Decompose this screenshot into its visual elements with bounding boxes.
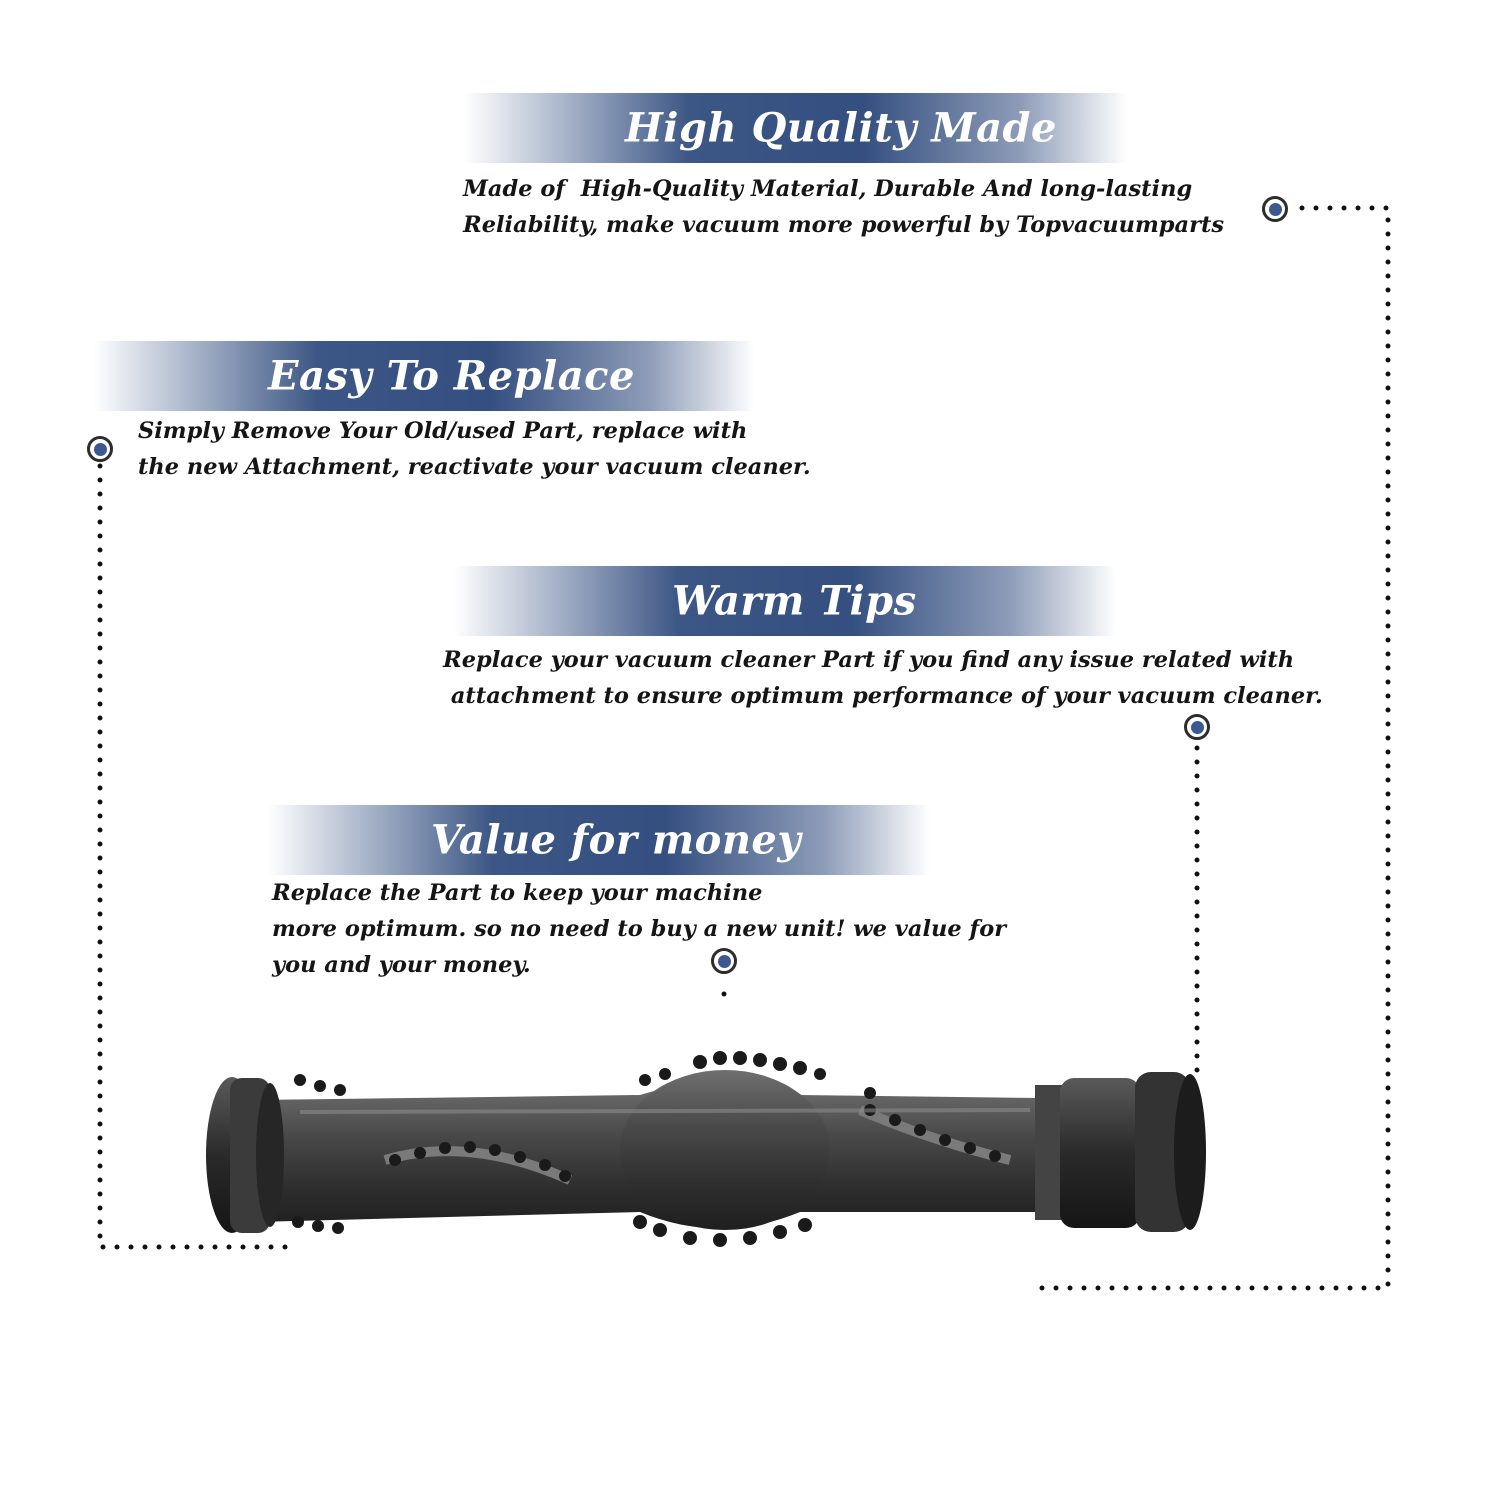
description-line: the new Attachment, reactivate your vacu… [138,454,811,480]
description-line: Replace the Part to keep your machine [272,880,763,906]
description-line: Reliability, make vacuum more powerful b… [463,212,1225,238]
section-title: High Quality Made [625,104,1057,152]
banner-easy-replace: Easy To Replace [93,341,755,411]
target-marker-icon [87,436,113,462]
description-line: Replace your vacuum cleaner Part if you … [443,647,1295,673]
connector-high-quality [1035,205,1391,1291]
section-title: Warm Tips [672,577,917,625]
target-marker-icon [1262,196,1288,222]
description-line: Made of High-Quality Material, Durable A… [463,176,1193,202]
banner-warm-tips: Warm Tips [454,566,1116,636]
description-high-quality: Made of High-Quality Material, Durable A… [463,171,1224,243]
target-marker-icon [711,948,737,974]
description-value-money: Replace the Part to keep your machine mo… [272,875,1006,983]
target-marker-icon [1184,714,1210,740]
brushroll-image [206,1051,1206,1247]
description-line: more optimum. so no need to buy a new un… [272,916,1007,942]
description-easy-replace: Simply Remove Your Old/used Part, replac… [138,413,811,485]
description-line: attachment to ensure optimum performance… [443,683,1323,709]
description-line: Simply Remove Your Old/used Part, replac… [138,418,748,444]
banner-value-money: Value for money [268,805,930,875]
section-title: Value for money [431,816,802,864]
banner-high-quality: High Quality Made [465,93,1127,163]
section-title: Easy To Replace [268,352,635,400]
connector-easy-replace [97,463,299,1250]
description-warm-tips: Replace your vacuum cleaner Part if you … [443,642,1323,714]
description-line: you and your money. [272,952,531,978]
